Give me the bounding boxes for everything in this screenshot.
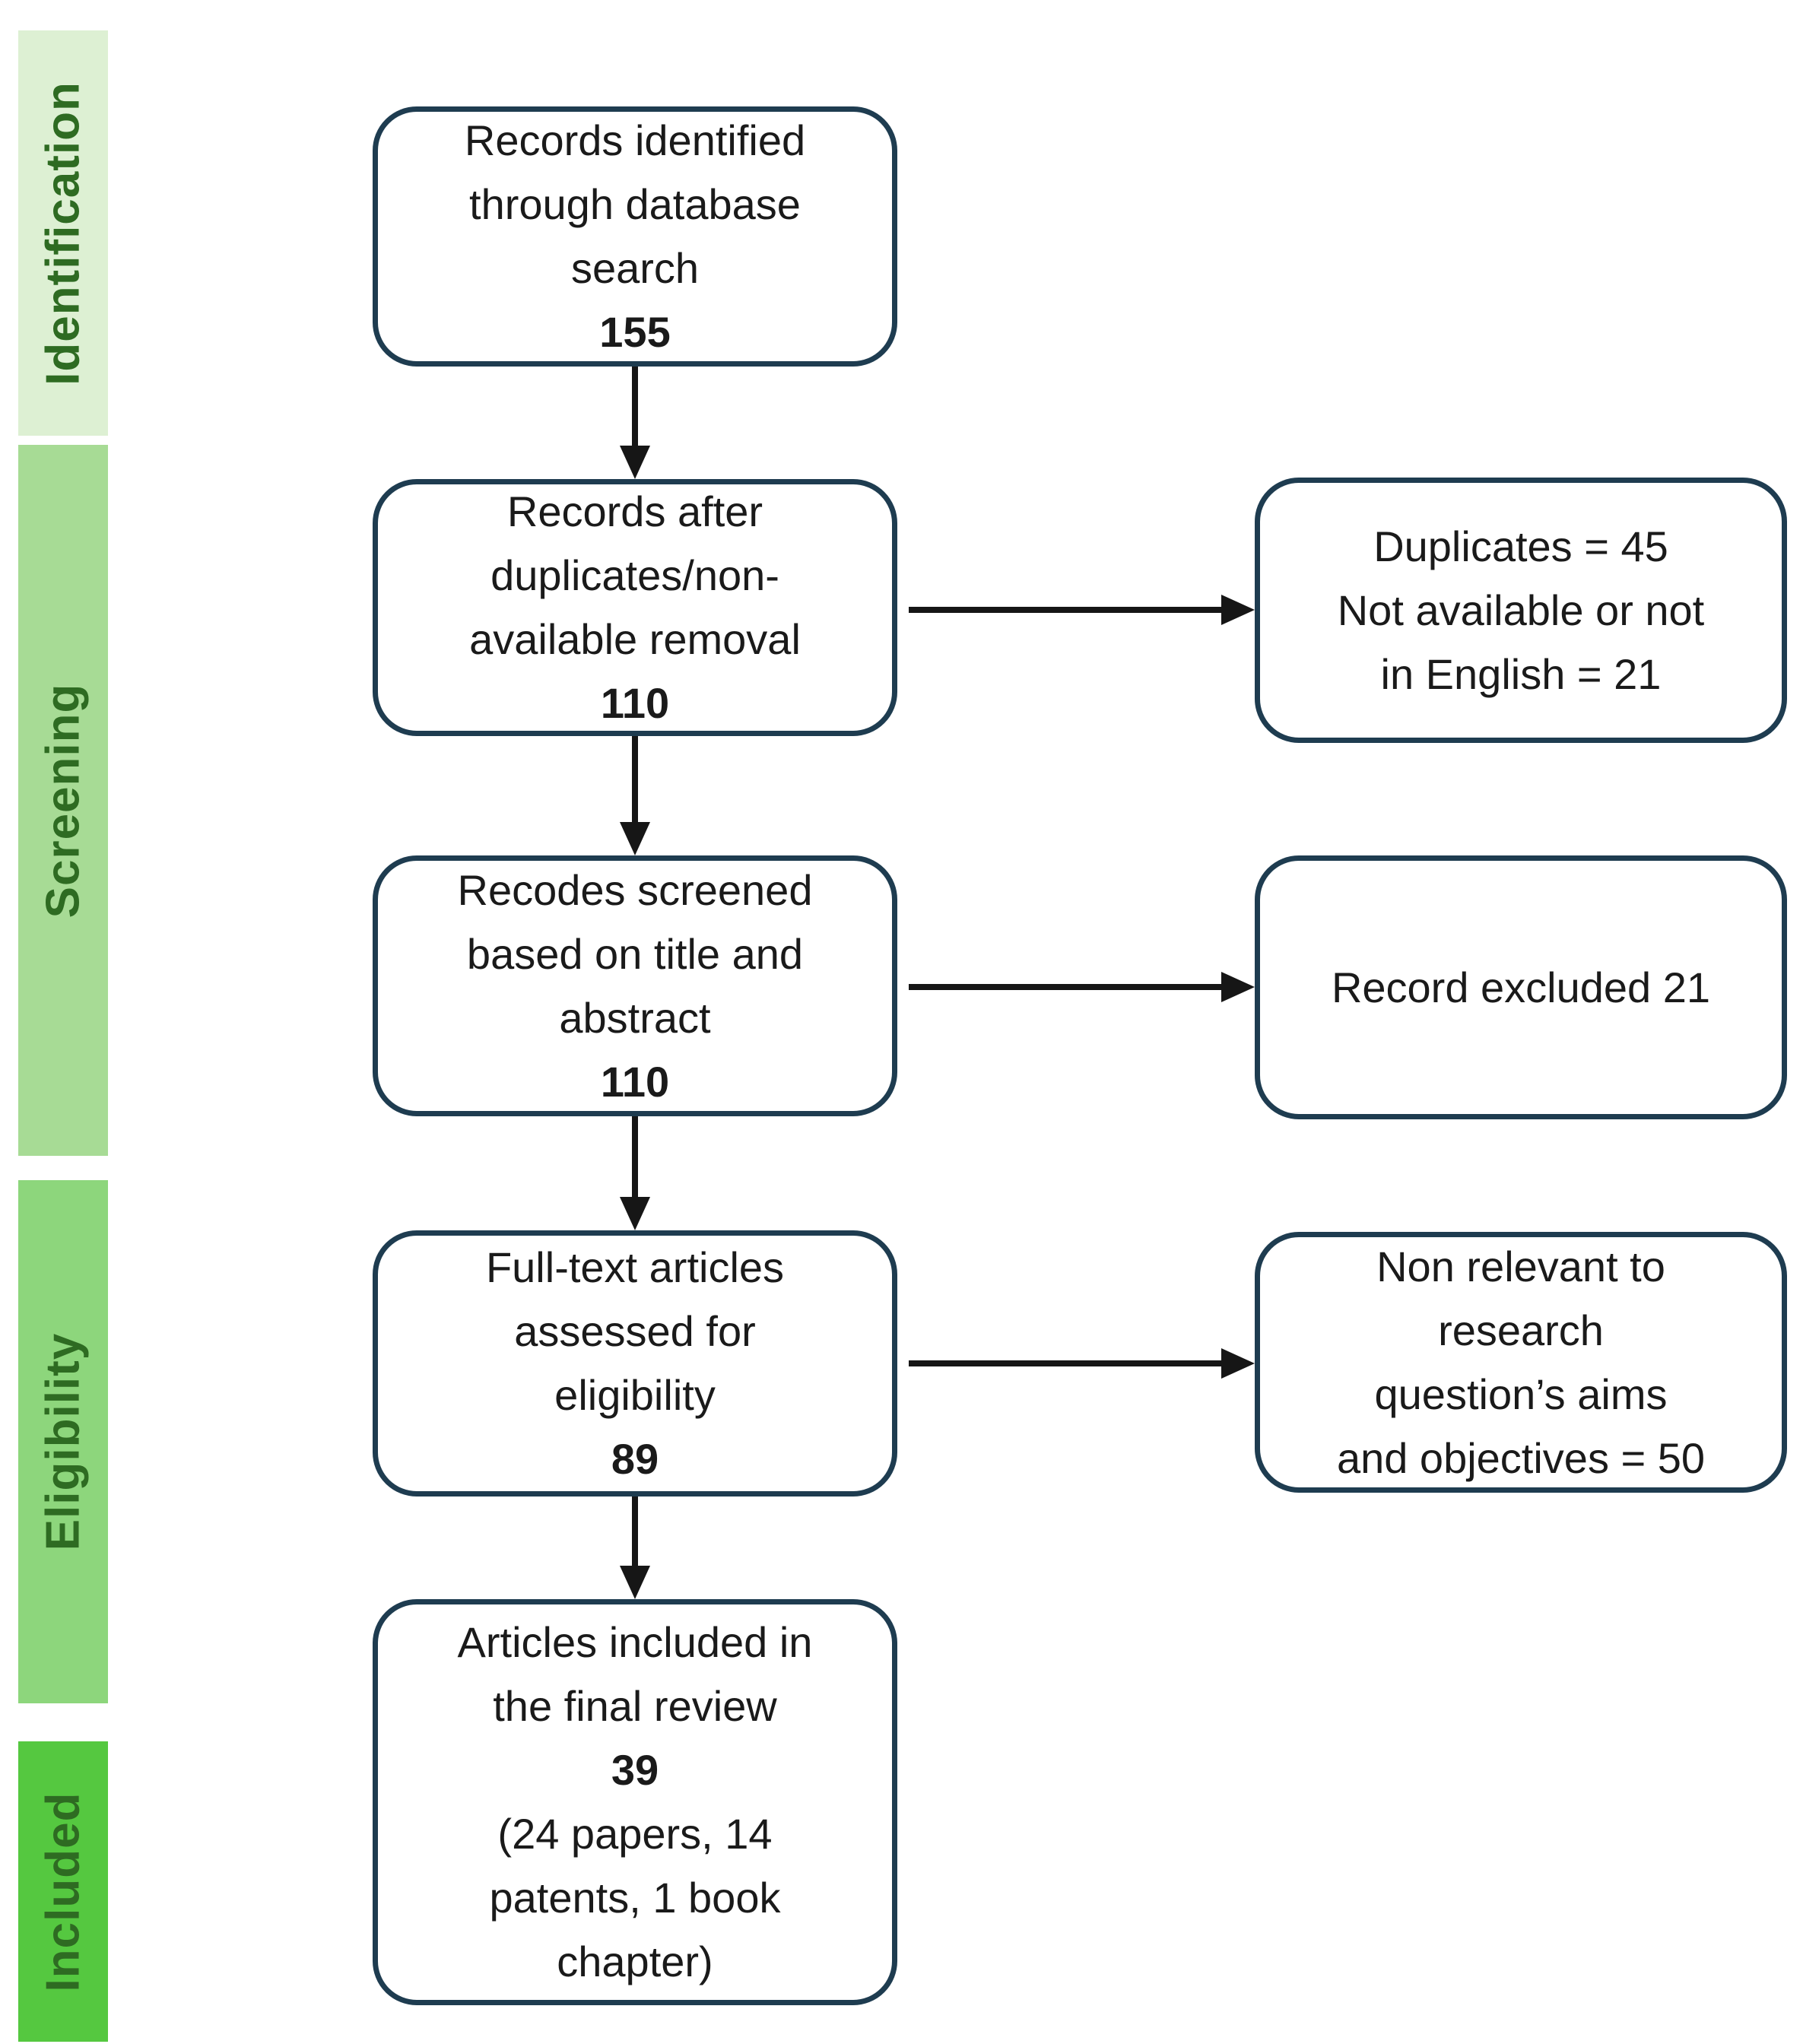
stage-band-included: Included [18, 1741, 108, 2042]
stage-band-identification: Identification [18, 30, 108, 436]
box-excluded-duplicates-text: Duplicates = 45 Not available or not in … [1337, 522, 1705, 698]
stage-band-eligibility: Eligibility [18, 1180, 108, 1703]
stage-band-screening: Screening [18, 445, 108, 1156]
box-records-after-duplicates: Records after duplicates/non- available … [373, 479, 897, 736]
box-articles-included-count: 39 [611, 1746, 659, 1794]
box-excluded-non-relevant: Non relevant to research question’s aims… [1255, 1232, 1787, 1493]
box-fulltext-assessed: Full-text articles assessed for eligibil… [373, 1230, 897, 1496]
box-records-excluded-text: Record excluded 21 [1331, 963, 1711, 1011]
box-records-excluded: Record excluded 21 [1255, 855, 1787, 1119]
stage-label-identification: Identification [37, 81, 90, 386]
box-articles-included-breakdown: (24 papers, 14 patents, 1 book chapter) [489, 1810, 781, 1985]
arrow-right-to-duplicates-excluded [909, 607, 1223, 613]
stage-label-eligibility: Eligibility [37, 1332, 90, 1551]
stage-label-included: Included [37, 1792, 90, 1992]
stage-label-screening: Screening [37, 683, 90, 918]
arrow-down-after-duplicates-to-screened [632, 736, 638, 824]
box-records-screened-count: 110 [600, 1057, 670, 1106]
box-records-after-duplicates-text: Records after duplicates/non- available … [469, 487, 801, 663]
box-records-identified: Records identified through database sear… [373, 106, 897, 367]
arrow-right-to-records-excluded [909, 984, 1223, 990]
box-fulltext-assessed-count: 89 [611, 1435, 659, 1483]
box-records-screened-text: Recodes screened based on title and abst… [457, 865, 813, 1042]
box-records-after-duplicates-count: 110 [600, 679, 670, 727]
arrow-down-screened-to-fulltext [632, 1116, 638, 1198]
box-excluded-non-relevant-text: Non relevant to research question’s aims… [1336, 1242, 1706, 1482]
box-records-identified-text: Records identified through database sear… [464, 116, 806, 292]
box-excluded-duplicates: Duplicates = 45 Not available or not in … [1255, 478, 1787, 743]
box-records-identified-count: 155 [599, 308, 671, 356]
box-articles-included-text: Articles included in the final review [457, 1618, 813, 1730]
box-records-screened: Recodes screened based on title and abst… [373, 855, 897, 1116]
arrow-down-identified-to-after-duplicates [632, 367, 638, 447]
box-articles-included: Articles included in the final review 39… [373, 1599, 897, 2005]
arrow-down-fulltext-to-included [632, 1496, 638, 1567]
arrow-right-to-non-relevant-excluded [909, 1360, 1223, 1366]
box-fulltext-assessed-text: Full-text articles assessed for eligibil… [485, 1243, 785, 1419]
